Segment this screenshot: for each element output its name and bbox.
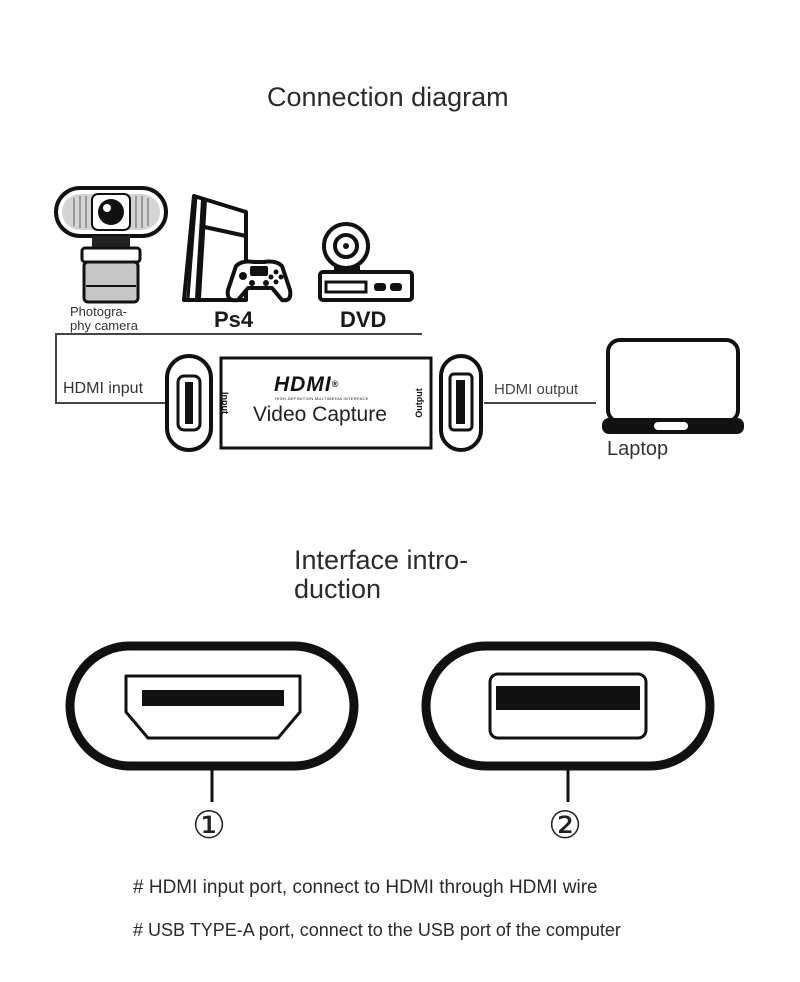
laptop-icon — [602, 338, 744, 434]
hdmi-logo-text: HDMI — [274, 373, 332, 396]
interface-intro-title-line2: duction — [294, 574, 382, 604]
webcam-icon — [54, 186, 168, 304]
usb-port-icon — [421, 641, 715, 802]
dvd-player-icon — [318, 222, 414, 302]
registered-mark: ® — [331, 379, 340, 389]
usb-port-description: # USB TYPE-A port, connect to the USB po… — [133, 920, 621, 940]
dvd-label: DVD — [340, 307, 387, 332]
gamepad-icon — [225, 259, 293, 303]
ps4-label: Ps4 — [214, 307, 254, 332]
hdmi-input-label: HDMI input — [63, 380, 144, 397]
hdmi-port-description: # HDMI input port, connect to HDMI throu… — [133, 877, 598, 898]
interface-intro-title-line1: Interface intro- — [294, 545, 469, 575]
camera-label-line1: Photogra- — [70, 304, 128, 319]
capture-device-body — [219, 356, 433, 450]
ps4-console-icon — [182, 194, 248, 302]
port-number-1: ① — [192, 805, 227, 847]
hdmi-logo: HDMI® — [274, 374, 339, 395]
hdmi-input-cable-line — [55, 333, 422, 404]
connection-diagram-title: Connection diagram — [267, 82, 509, 112]
interface-intro-title: Interface intro- duction — [294, 546, 468, 604]
camera-label-line2: phy camera — [70, 318, 138, 333]
camera-label: Photogra- phy camera — [70, 305, 138, 333]
capture-side-output-label: Output — [413, 388, 424, 418]
capture-device-name: Video Capture — [253, 403, 387, 426]
usb-output-connector-icon — [439, 354, 483, 452]
hdmi-port-icon — [65, 641, 359, 802]
capture-side-input-label: Input — [220, 392, 230, 414]
hdmi-input-connector-icon — [165, 354, 213, 452]
hdmi-logo-subtitle: HIGH-DEFINITION MULTIMEDIA INTERFACE — [275, 396, 369, 401]
hdmi-output-label: HDMI output — [494, 381, 579, 398]
laptop-label: Laptop — [607, 438, 669, 460]
port-number-2: ② — [548, 805, 583, 847]
